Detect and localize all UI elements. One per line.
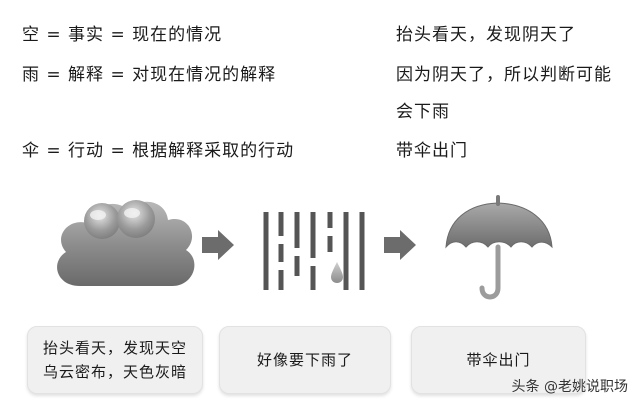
arrow-right-icon (202, 230, 234, 260)
box-action-text: 带伞出门 (466, 351, 531, 369)
umbrella-icon (445, 195, 553, 300)
definition-umbrella: 伞 = 行动 = 根据解释采取的行动 (22, 141, 295, 161)
watermark: 头条 @老姚说职场 (511, 379, 628, 395)
cloud-icon (57, 200, 195, 286)
arrow-right-icon (384, 230, 416, 260)
raindrop-icon (331, 262, 343, 283)
definition-rain: 雨 = 解释 = 对现在情况的解释 (22, 65, 277, 85)
definition-sky: 空 = 事实 = 现在的情况 (22, 25, 223, 45)
box-fact-line2: 乌云密布，天色灰暗 (42, 363, 187, 381)
rain-icon (263, 212, 365, 290)
example-umbrella: 带伞出门 (396, 141, 468, 161)
box-fact-line1: 抬头看天，发现天空 (42, 339, 187, 357)
box-fact: 抬头看天，发现天空 乌云密布，天色灰暗 (27, 326, 203, 394)
box-interpretation: 好像要下雨了 (219, 326, 391, 394)
example-sky: 抬头看天，发现阴天了 (396, 25, 576, 45)
box-interpretation-text: 好像要下雨了 (256, 351, 353, 369)
box-action: 带伞出门 (411, 326, 586, 394)
example-rain-line2: 会下雨 (396, 102, 450, 122)
example-rain-line1: 因为阴天了，所以判断可能 (396, 65, 612, 85)
